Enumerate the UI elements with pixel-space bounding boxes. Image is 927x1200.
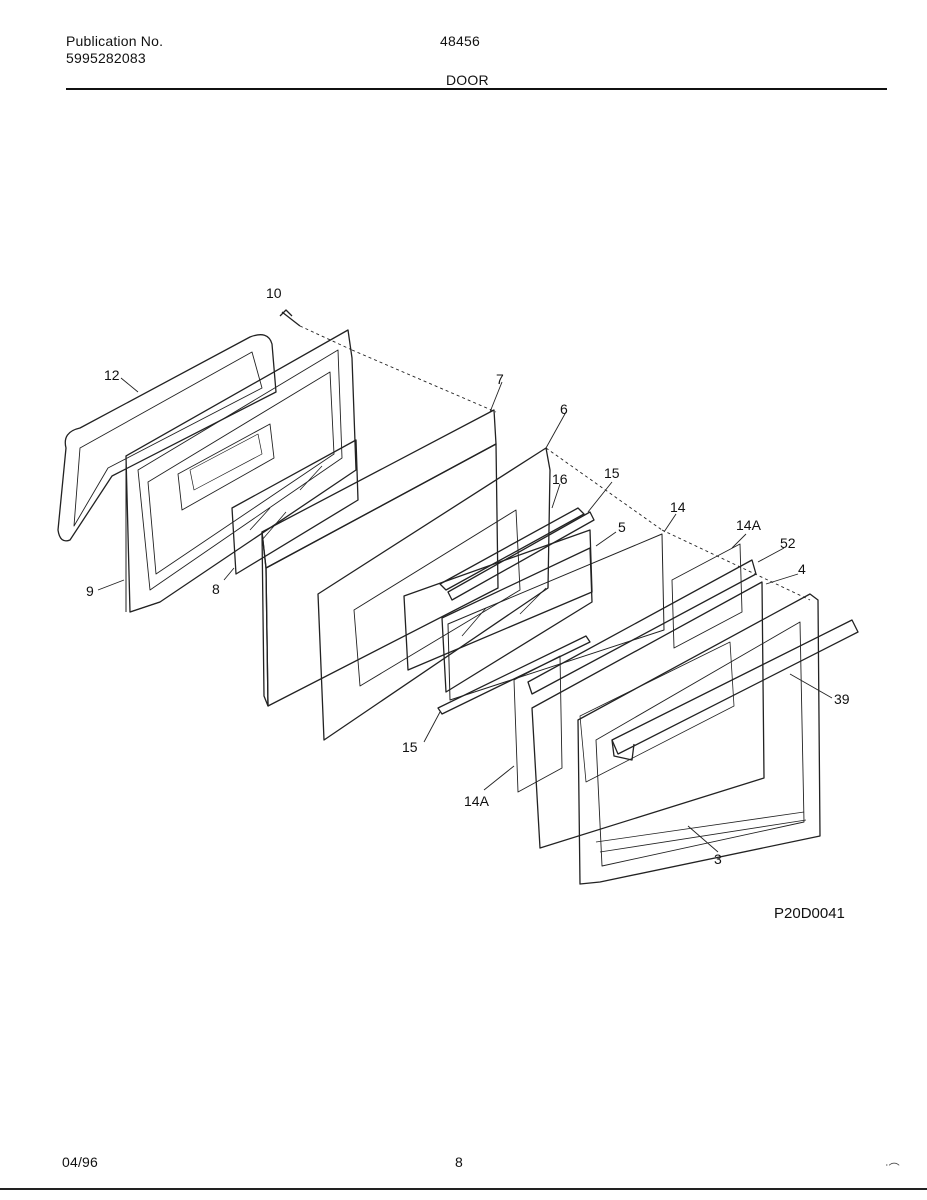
callout-3: 3 — [714, 851, 722, 867]
callout-52: 52 — [780, 535, 796, 551]
part-inner-panel — [317, 447, 551, 741]
section-title: DOOR — [446, 72, 489, 88]
part-handle — [611, 619, 859, 761]
callout-14: 14 — [670, 499, 686, 515]
scan-artifact-mark: ʿ⌒ — [885, 1163, 900, 1175]
callout-16: 16 — [552, 471, 568, 487]
callout-39: 39 — [834, 691, 850, 707]
part-insulation — [261, 409, 499, 707]
callout-15-top: 15 — [604, 465, 620, 481]
header-rule — [66, 88, 887, 90]
callouts: 10 12 7 6 16 15 14 5 14A 52 4 39 9 8 15 … — [86, 285, 850, 867]
part-inner-liner — [125, 329, 357, 613]
part-glass-middle — [403, 529, 593, 693]
part-foil — [447, 533, 665, 701]
part-side-plate-upper — [671, 543, 743, 649]
model-number: 48456 — [440, 33, 480, 49]
leader-lines — [97, 377, 833, 853]
publication-number: 5995282083 — [66, 50, 146, 66]
part-gasket — [57, 334, 277, 542]
callout-12: 12 — [104, 367, 120, 383]
callout-15-bottom: 15 — [402, 739, 418, 755]
footer-rule — [0, 1188, 927, 1190]
figure-id: P20D0041 — [774, 905, 845, 922]
page-number: 8 — [455, 1154, 463, 1170]
part-glass-inner — [231, 439, 359, 575]
callout-6: 6 — [560, 401, 568, 417]
alignment-lines — [299, 325, 811, 601]
callout-10: 10 — [266, 285, 282, 301]
callout-7: 7 — [496, 371, 504, 387]
callout-14A-upper: 14A — [736, 517, 762, 533]
part-outer-frame — [577, 593, 821, 885]
footer-date: 04/96 — [62, 1154, 99, 1170]
callout-9: 9 — [86, 583, 94, 599]
publication-label: Publication No. — [66, 33, 164, 49]
callout-8: 8 — [212, 581, 220, 597]
callout-14A-lower: 14A — [464, 793, 490, 809]
callout-4: 4 — [798, 561, 806, 577]
callout-5: 5 — [618, 519, 626, 535]
part-side-plate-lower — [513, 655, 563, 793]
part-outer-glass — [531, 581, 765, 849]
part-trim-bottom — [437, 635, 591, 715]
part-screw — [279, 309, 301, 327]
part-hinge-top — [439, 507, 595, 601]
part-vent-trim — [527, 559, 757, 695]
